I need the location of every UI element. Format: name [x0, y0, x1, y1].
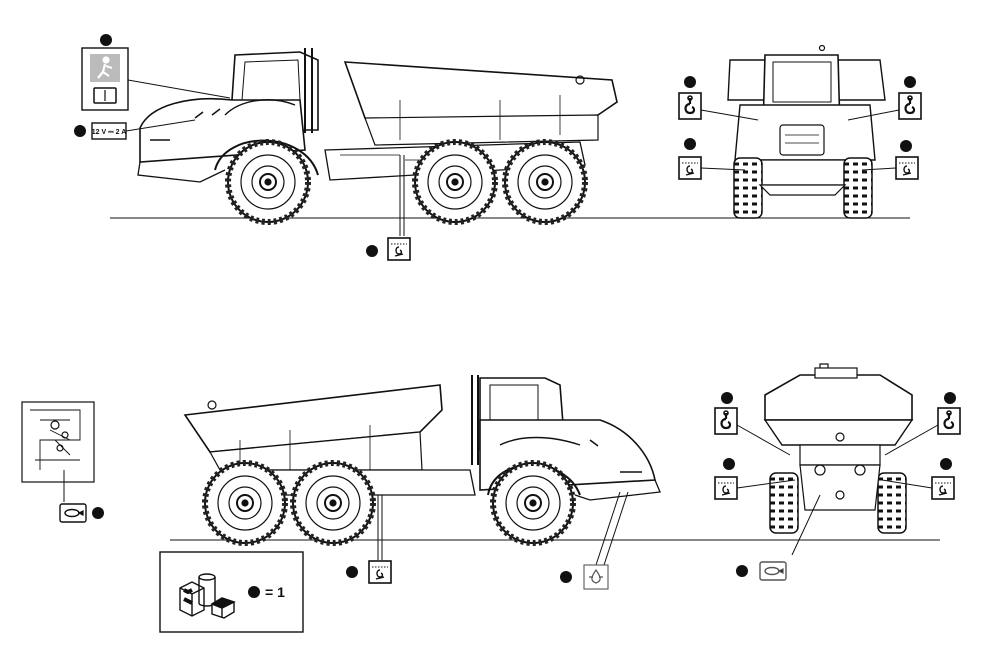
tie-down-decal-side-right	[346, 495, 392, 584]
legend-box: = 1	[159, 551, 304, 633]
tie-down-decal-side	[366, 155, 411, 261]
engine-detail-view	[21, 401, 104, 523]
front-view	[680, 44, 910, 220]
parts-boxes-icon	[179, 573, 236, 619]
emergency-exit-icon	[97, 56, 113, 79]
side-view-right	[170, 375, 905, 543]
fluid-fill-decal-rear	[736, 494, 821, 581]
tie-down-decal-front-left	[678, 138, 746, 180]
voltage-decal-label: 12 V ⎓ 2 A	[92, 129, 127, 136]
tie-down-decal-rear-right	[881, 458, 955, 500]
lifting-hook-decal-rear-right	[884, 392, 962, 456]
tie-down-decal-front-right	[861, 140, 919, 180]
lifting-hook-decal-front-left	[677, 76, 759, 121]
voltage-decal: 12 V ⎓ 2 A	[74, 119, 196, 140]
legend-equals: = 1	[265, 584, 285, 600]
rear-view	[710, 363, 940, 541]
side-view-left	[110, 48, 905, 222]
emergency-exit-decal	[81, 34, 231, 111]
lifting-hook-decal-front-right	[847, 76, 923, 121]
sound-level-decal	[560, 491, 629, 590]
tie-down-decal-rear-left	[714, 458, 796, 500]
lifting-hook-decal-rear-left	[713, 392, 791, 456]
